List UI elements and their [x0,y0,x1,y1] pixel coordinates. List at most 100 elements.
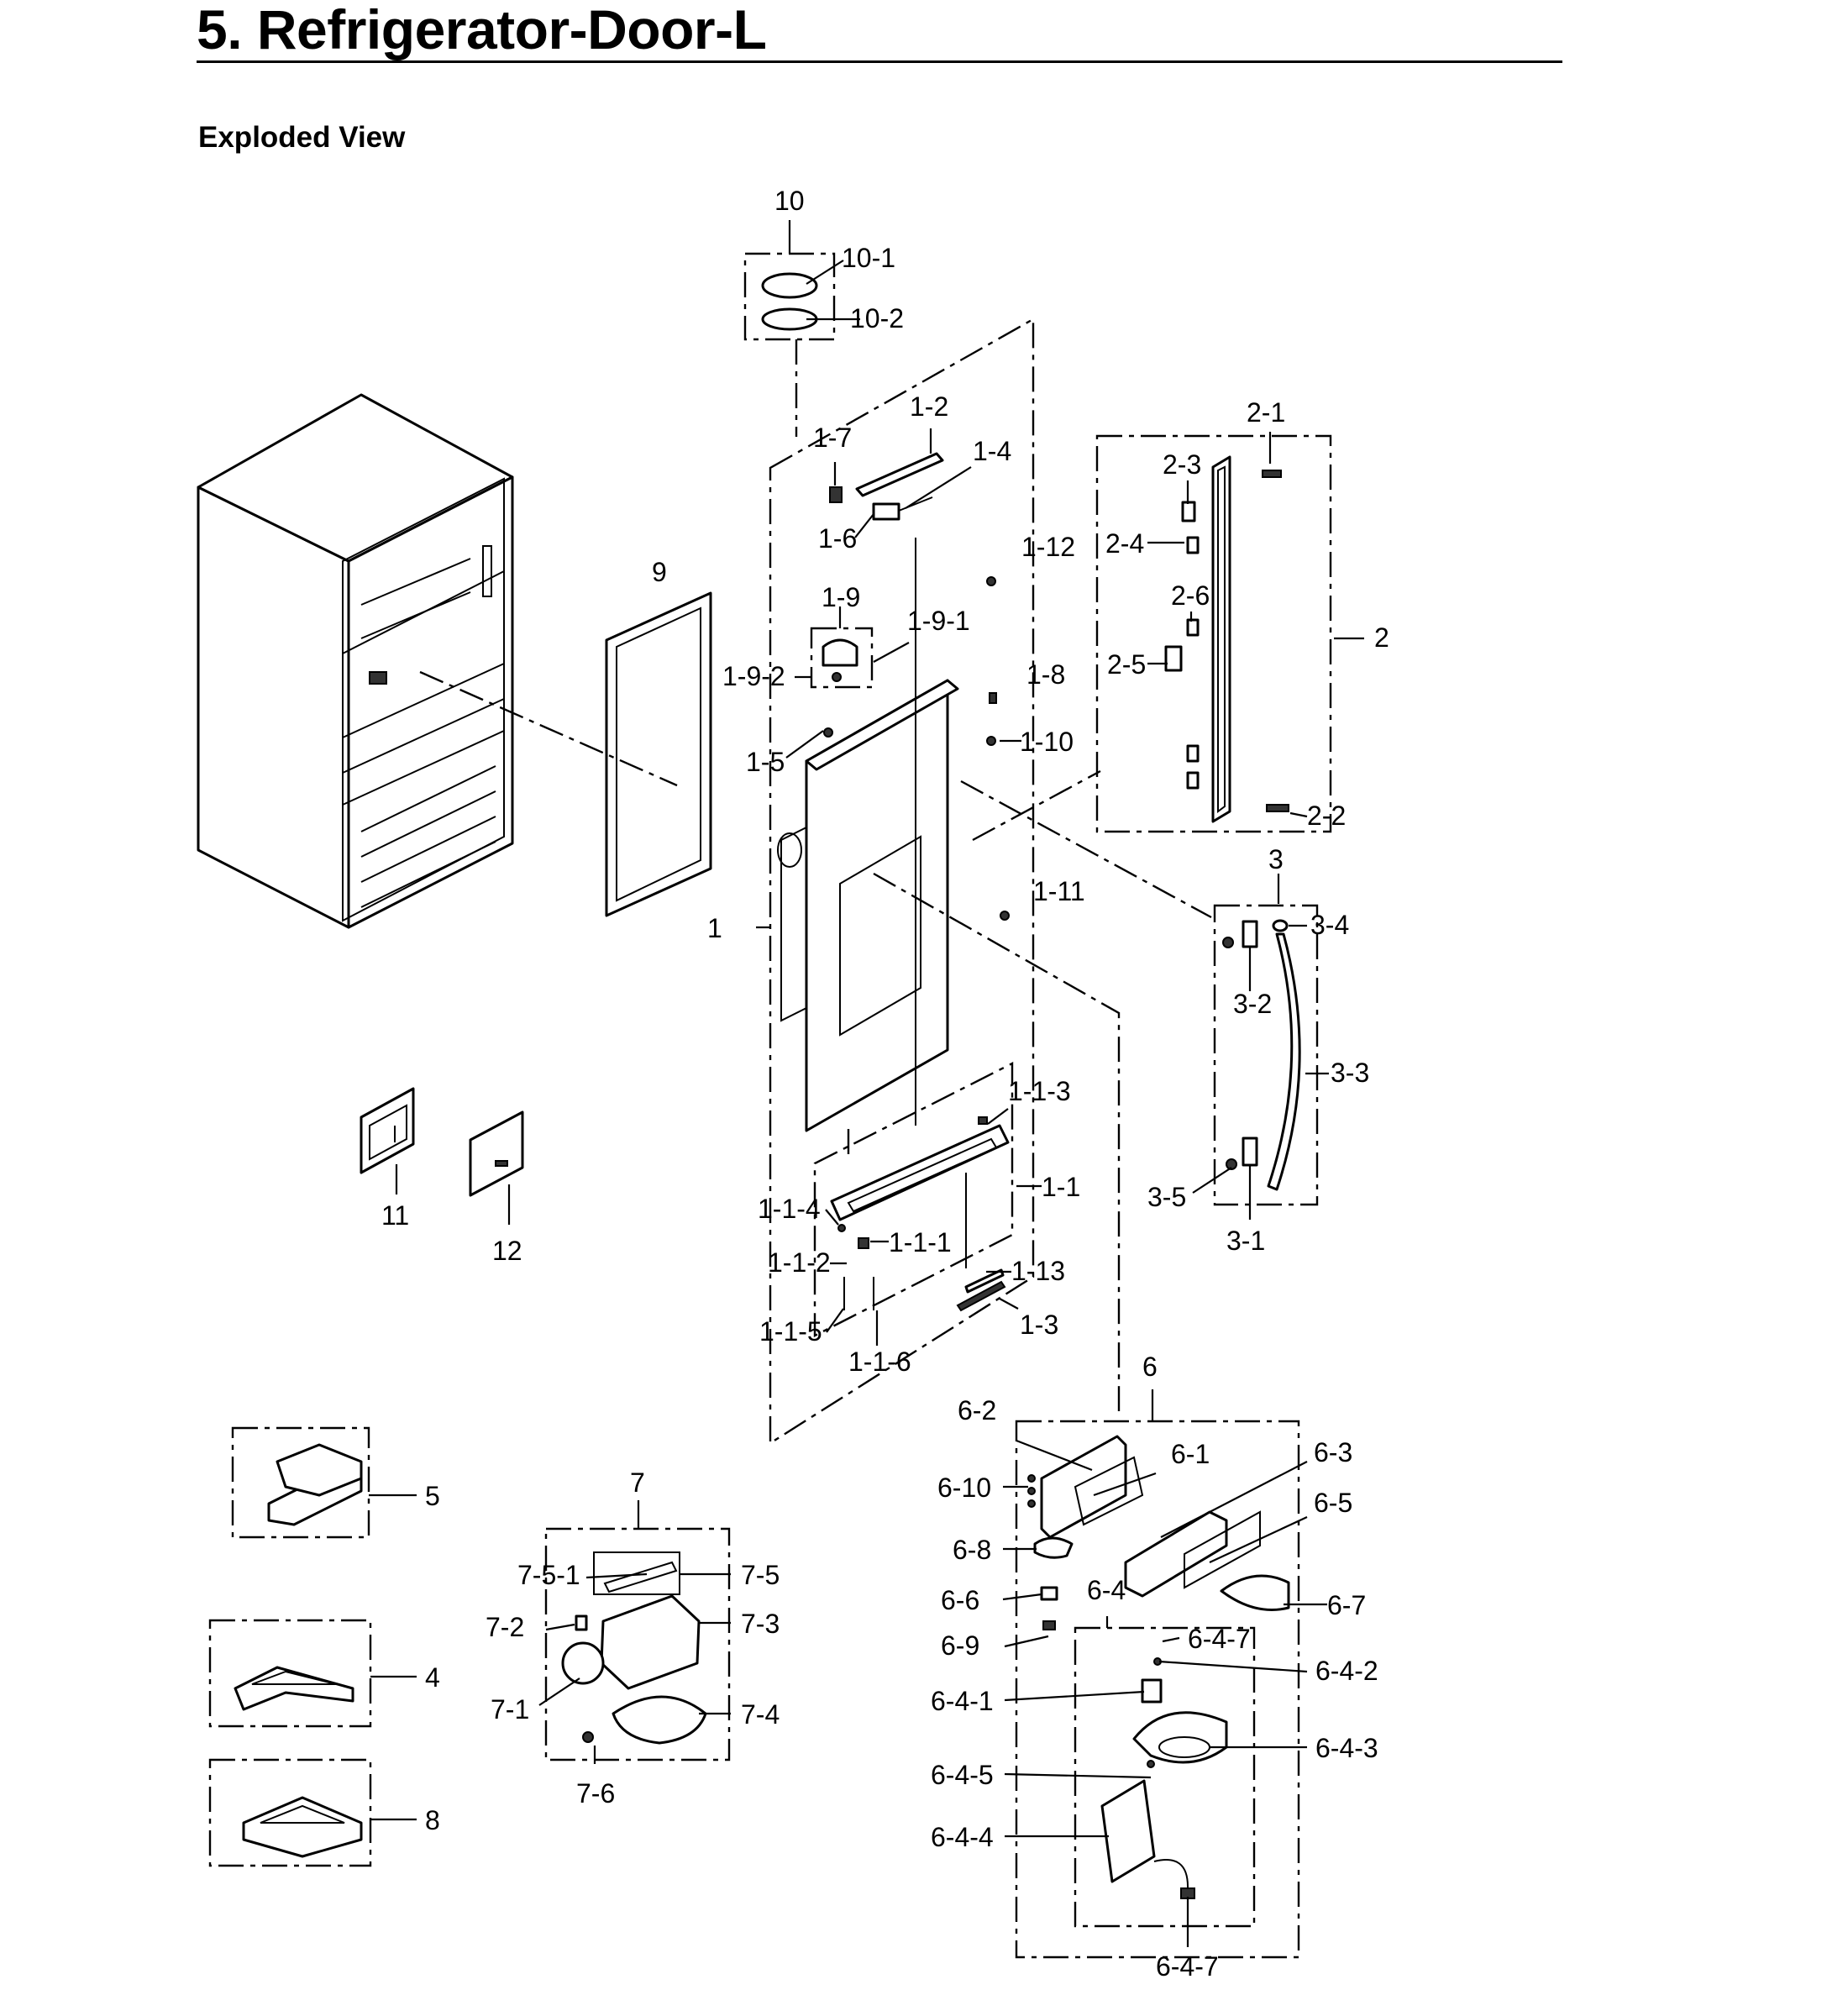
callout-2-6: 2-6 [1171,580,1210,611]
callout-1-11: 1-11 [1033,876,1085,906]
part-1-10-shape [986,736,996,746]
callout-6-8: 6-8 [953,1535,991,1565]
callout-1-1-2: 1-1-2 [768,1247,831,1278]
part-1-8-shape [989,692,997,704]
part-11-shape [360,1087,415,1174]
part-1-9-box [810,627,874,689]
callout-3-3: 3-3 [1331,1058,1369,1088]
door-gasket [605,591,712,917]
callout-6-1: 6-1 [1171,1439,1210,1469]
callout-1-1-1: 1-1-1 [889,1227,952,1257]
section-heading: Exploded View [198,121,406,154]
group-7-parts [561,1561,707,1745]
callout-1-9: 1-9 [822,582,860,612]
callout-6-4: 6-4 [1087,1575,1126,1605]
door-group-box [769,317,1035,1446]
callout-2-4: 2-4 [1105,528,1144,559]
refrigerator-cabinet [197,393,514,929]
callout-1-1-5: 1-1-5 [759,1316,822,1347]
callout-12: 12 [492,1236,522,1266]
callout-2-2: 2-2 [1307,801,1346,831]
leader-lines [369,220,1364,1947]
title-rule [197,60,1562,63]
callout-7-5-1: 7-5-1 [517,1560,580,1590]
callout-1-4: 1-4 [973,436,1011,466]
callout-11: 11 [381,1200,409,1231]
callout-6-6: 6-6 [941,1585,979,1615]
part-2-shape [1164,455,1289,823]
group-6-4-box [1074,1626,1256,1928]
part-1-13-shape [964,1268,1005,1294]
callout-4: 4 [425,1662,440,1693]
callout-1-6: 1-6 [818,523,857,554]
callout-3-1: 3-1 [1226,1226,1265,1256]
part-1-1-shape [830,1116,1010,1310]
callout-1-1: 1-1 [1042,1172,1080,1202]
callout-1: 1 [707,913,722,943]
group-3-box [1213,904,1319,1206]
callout-6: 6 [1142,1352,1158,1382]
callout-7-4: 7-4 [741,1699,780,1730]
callout-7-3: 7-3 [741,1609,780,1639]
part-3-shape [1222,919,1301,1191]
upper-hinge-parts [829,452,996,1126]
door-body [777,679,959,1132]
callout-6-4-7-bottom: 6-4-7 [1156,1951,1219,1982]
callout-6-4-7-top: 6-4-7 [1188,1624,1251,1654]
part-8-shape [242,1796,363,1858]
gasket-leader [419,670,678,787]
callout-1-7: 1-7 [813,423,852,453]
callout-3: 3 [1268,844,1284,874]
page-title: 5. Refrigerator-Door-L [197,0,767,60]
callout-6-4-5: 6-4-5 [931,1760,994,1790]
part-1-5-shape [823,727,833,738]
callout-10-1: 10-1 [842,243,895,273]
callout-6-4-1: 6-4-1 [931,1686,994,1716]
callout-7-5: 7-5 [741,1560,780,1590]
callout-labels: 10 10-1 10-2 1-2 1-7 1-4 1-6 1-12 1-9 1-… [381,186,1389,1982]
callout-3-5: 3-5 [1147,1182,1186,1212]
group-4-box [208,1619,372,1728]
callout-6-3: 6-3 [1314,1437,1352,1467]
group-6-4-parts [1100,1657,1228,1900]
group-5-box [231,1426,370,1539]
callout-6-9: 6-9 [941,1630,979,1661]
callout-3-4: 3-4 [1310,910,1349,940]
callout-6-10: 6-10 [937,1473,991,1503]
callout-1-1-4: 1-1-4 [758,1194,821,1224]
callout-2: 2 [1374,622,1389,653]
callout-6-7: 6-7 [1327,1590,1366,1620]
callout-7-1: 7-1 [491,1694,529,1725]
callout-9: 9 [652,557,667,587]
group-8-box [208,1758,372,1867]
callout-1-2: 1-2 [910,391,948,422]
callout-7-6: 7-6 [576,1778,615,1809]
part-4-shape [234,1666,354,1711]
callout-1-9-1: 1-9-1 [907,606,970,636]
callout-1-1-3: 1-1-3 [1008,1076,1071,1106]
part-1-11-shape [1000,911,1010,921]
callout-7: 7 [630,1467,645,1498]
callout-7-2: 7-2 [486,1612,524,1642]
callout-10: 10 [774,186,805,216]
callout-8: 8 [425,1805,440,1835]
group-1-1-box [813,1062,1014,1337]
callout-1-12: 1-12 [1021,532,1075,562]
callout-10-2: 10-2 [850,303,904,333]
callout-6-2: 6-2 [958,1395,996,1425]
part-10-1-shape [761,272,818,299]
callout-1-3: 1-3 [1020,1310,1058,1340]
callout-1-9-2: 1-9-2 [722,661,785,691]
part-1-9-1-shape [822,638,858,667]
callout-2-1: 2-1 [1247,397,1285,428]
callout-1-13: 1-13 [1011,1256,1065,1286]
callout-6-4-2: 6-4-2 [1315,1656,1378,1686]
callout-6-4-3: 6-4-3 [1315,1733,1378,1763]
callout-2-3: 2-3 [1163,449,1201,480]
part-1-3-shape [956,1280,1006,1312]
part-12-shape [469,1110,524,1197]
group-6-box [1015,1420,1300,1959]
callout-5: 5 [425,1481,440,1511]
callout-1-8: 1-8 [1026,659,1065,690]
